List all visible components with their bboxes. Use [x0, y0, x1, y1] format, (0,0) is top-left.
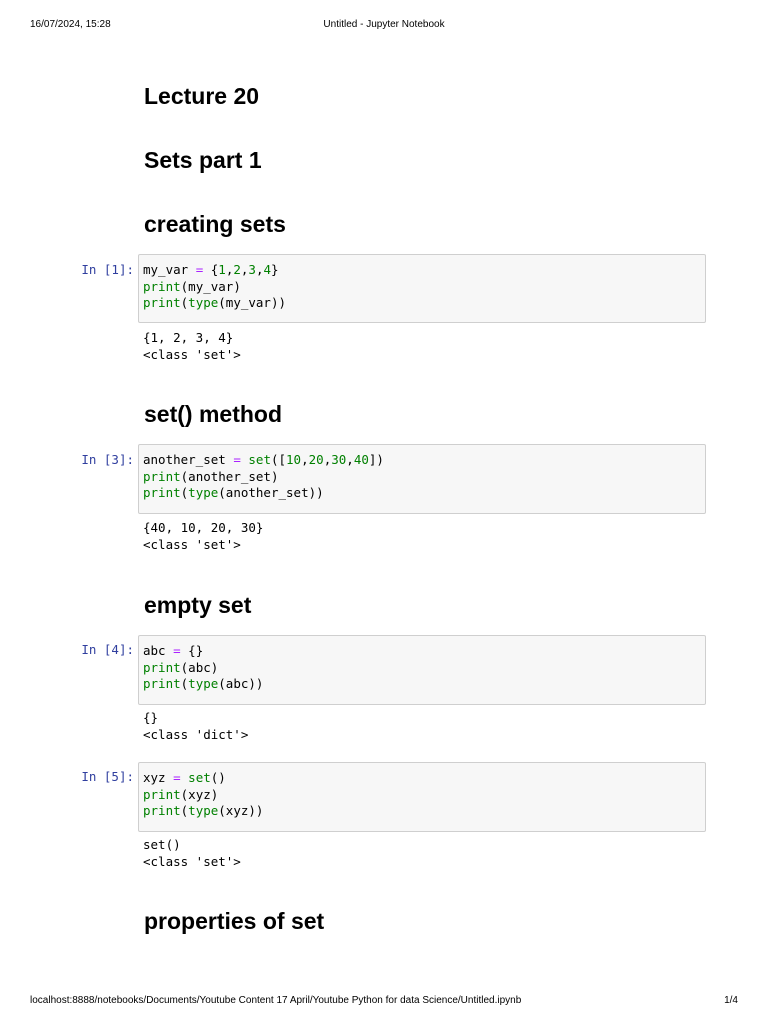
print-url: localhost:8888/notebooks/Documents/Youtu…: [30, 995, 522, 1006]
code-line: print(type(my_var)): [143, 295, 287, 310]
cell-output: {1, 2, 3, 4}<class 'set'>: [143, 330, 241, 363]
code-line: print(type(xyz)): [143, 803, 264, 818]
output-line: <class 'set'>: [143, 346, 241, 362]
cell-prompt: In [5]:: [81, 769, 134, 784]
output-line: {40, 10, 20, 30}: [143, 520, 264, 535]
output-line: <class 'set'>: [143, 853, 241, 869]
code-line: print(type(another_set)): [143, 485, 324, 500]
cell-output: {}<class 'dict'>: [143, 710, 248, 743]
heading-properties-of-set: properties of set: [144, 908, 325, 934]
cell-prompt: In [1]:: [81, 262, 134, 277]
print-page-number: 1/4: [724, 995, 738, 1006]
heading-lecture: Lecture 20: [144, 83, 260, 109]
code-line: xyz = set(): [143, 770, 226, 785]
code-line: print(xyz): [143, 786, 219, 802]
output-line: <class 'set'>: [143, 536, 241, 552]
code-line: print(my_var): [143, 278, 241, 294]
code-line: print(type(abc)): [143, 676, 264, 691]
code-line: another_set = set([10,20,30,40]): [143, 452, 384, 467]
code-line: print(abc): [143, 659, 219, 675]
code-line: abc = {}: [143, 643, 204, 658]
heading-sets-part: Sets part 1: [144, 147, 262, 173]
code-line: print(another_set): [143, 468, 279, 484]
cell-output: {40, 10, 20, 30}<class 'set'>: [143, 520, 263, 553]
cell-prompt: In [4]:: [81, 642, 134, 657]
code-input[interactable]: another_set = set([10,20,30,40])print(an…: [138, 444, 706, 514]
code-input[interactable]: my_var = {1,2,3,4}print(my_var)print(typ…: [138, 254, 706, 323]
print-datetime: 16/07/2024, 15:28: [30, 19, 111, 30]
output-line: set(): [143, 837, 181, 852]
code-input[interactable]: xyz = set()print(xyz)print(type(xyz)): [138, 762, 706, 832]
heading-set-method: set() method: [144, 401, 282, 427]
output-line: {}: [143, 710, 159, 725]
print-page-title: Untitled - Jupyter Notebook: [323, 19, 445, 30]
cell-prompt: In [3]:: [81, 452, 134, 467]
heading-empty-set: empty set: [144, 592, 252, 618]
output-line: {1, 2, 3, 4}: [143, 330, 234, 345]
code-line: my_var = {1,2,3,4}: [143, 262, 279, 277]
cell-output: set()<class 'set'>: [143, 837, 241, 870]
print-header: 16/07/2024, 15:28 Untitled - Jupyter Not…: [30, 19, 738, 33]
code-input[interactable]: abc = {}print(abc)print(type(abc)): [138, 635, 706, 705]
heading-creating-sets: creating sets: [144, 211, 286, 237]
print-footer: localhost:8888/notebooks/Documents/Youtu…: [30, 995, 738, 1009]
output-line: <class 'dict'>: [143, 726, 249, 742]
